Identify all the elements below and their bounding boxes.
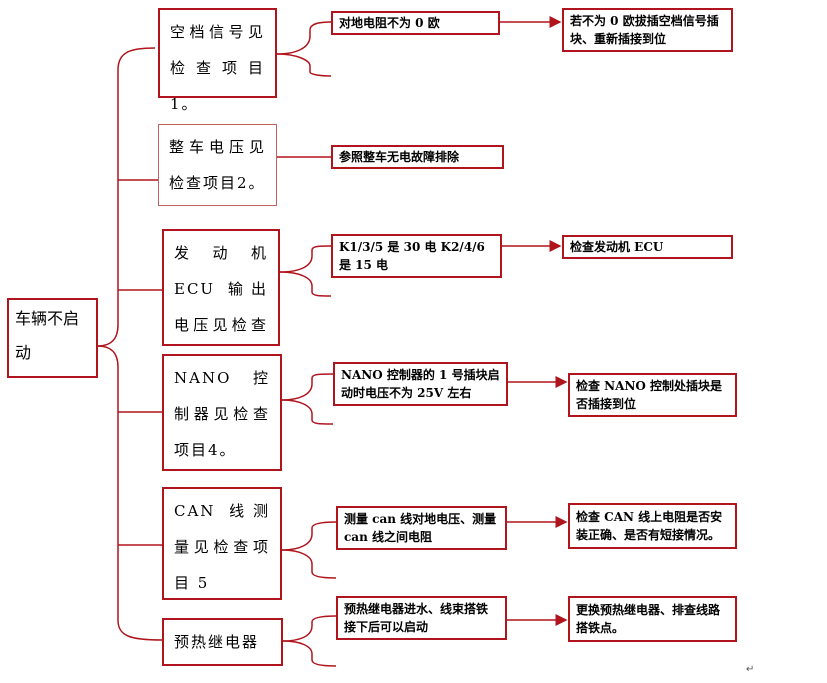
condition-box-2: 参照整车无电故障排除 (331, 145, 504, 169)
brace-1 (276, 21, 332, 55)
condition-box-5: 测量 can 线对地电压、测量 can 线之间电阻 (336, 506, 507, 550)
brace-6 (282, 615, 337, 642)
category-box-4: NANO 控制器见检查项目4。 (162, 354, 282, 471)
action-text-3: 检查发动机 ECU (570, 240, 664, 254)
action-box-5: 检查 CAN 线上电阻是否安装正确、是否有短接情况。 (568, 503, 737, 549)
root-brace-lower (97, 345, 163, 641)
brace-5 (281, 521, 337, 551)
action-text-4: 检查 NANO 控制处插块是否插接到位 (576, 379, 723, 411)
condition-text-5: 测量 can 线对地电压、测量 can 线之间电阻 (344, 512, 497, 544)
brace-3 (279, 245, 332, 273)
paragraph-mark: ↵ (746, 664, 755, 675)
condition-box-1: 对地电阻不为 0 欧 (331, 11, 500, 35)
condition-box-6: 预热继电器进水、线束搭铁接下后可以启动 (336, 596, 507, 640)
category-box-5: CAN 线测量见检查项目 5 (162, 487, 282, 600)
action-text-1: 若不为 0 欧拔插空档信号插块、重新插接到位 (570, 14, 719, 46)
condition-text-6: 预热继电器进水、线束搭铁接下后可以启动 (344, 602, 489, 634)
action-box-4: 检查 NANO 控制处插块是否插接到位 (568, 373, 737, 417)
condition-text-4: NANO 控制器的 1 号插块启动时电压不为 25V 左右 (341, 368, 500, 400)
root-brace (97, 47, 156, 347)
condition-box-4: NANO 控制器的 1 号插块启动时电压不为 25V 左右 (333, 362, 508, 406)
condition-box-3: K1/3/5 是 30 电 K2/4/6 是 15 电 (331, 234, 502, 278)
category-box-2: 整车电压见检查项目2。 (158, 124, 277, 206)
action-text-5: 检查 CAN 线上电阻是否安装正确、是否有短接情况。 (576, 510, 723, 542)
category-label-2: 整车电压见检查项目2。 (169, 138, 266, 192)
brace-3-lower (279, 271, 332, 297)
category-label-4: NANO 控制器见检查项目4。 (174, 369, 270, 459)
category-box-1: 空档信号见检查项目1。 (158, 8, 277, 113)
category-box-3: 发动机 ECU 输出电压见检查项目3。 (162, 229, 280, 370)
root-label: 车辆不启动 (15, 309, 80, 362)
category-label-6: 预热继电器 (174, 633, 260, 651)
condition-text-1: 对地电阻不为 0 欧 (339, 16, 440, 30)
action-box-6: 更换预热继电器、排查线路搭铁点。 (568, 596, 737, 642)
category-label-1: 空档信号见检查项目1。 (170, 23, 265, 113)
category-label-5: CAN 线测量见检查项目 5 (174, 502, 270, 592)
brace-1-lower (276, 53, 332, 77)
action-box-1: 若不为 0 欧拔插空档信号插块、重新插接到位 (562, 8, 733, 52)
condition-text-2: 参照整车无电故障排除 (339, 150, 460, 164)
brace-4 (281, 373, 334, 401)
brace-5-lower (281, 549, 337, 579)
brace-6-lower (282, 640, 337, 667)
root-node: 车辆不启动 (7, 298, 98, 378)
action-text-6: 更换预热继电器、排查线路搭铁点。 (576, 603, 721, 635)
brace-4-lower (281, 399, 334, 425)
condition-text-3: K1/3/5 是 30 电 K2/4/6 是 15 电 (339, 240, 485, 272)
category-box-6: 预热继电器 (162, 618, 283, 666)
action-box-3: 检查发动机 ECU (562, 235, 733, 259)
